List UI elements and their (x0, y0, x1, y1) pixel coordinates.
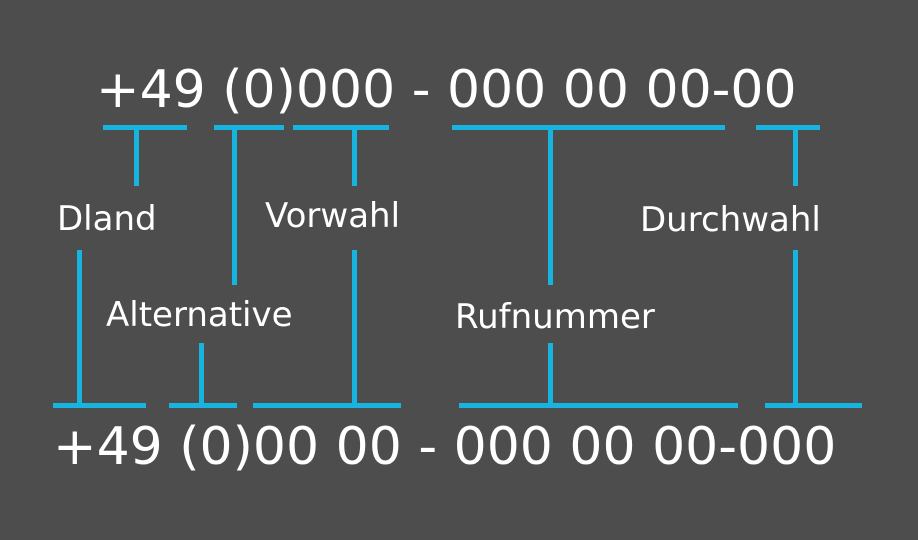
connector-extension-top (793, 125, 798, 186)
connector-subscriber-bottom (548, 343, 553, 408)
label-subscriber-number: Rufnummer (455, 297, 655, 337)
bottom-underline-alternative (169, 403, 237, 408)
top-underline-country (103, 125, 187, 130)
connector-area-code-bottom (352, 250, 357, 408)
bottom-underline-country (53, 403, 146, 408)
bottom-phone-number: +49 (0)00 00 - 000 00 00-000 (53, 417, 837, 477)
top-phone-number: +49 (0)000 - 000 00 00-00 (96, 60, 797, 120)
connector-country-top (134, 125, 139, 186)
bottom-underline-subscriber (459, 403, 738, 408)
top-underline-extension (756, 125, 820, 130)
label-extension: Durchwahl (640, 200, 821, 240)
top-underline-subscriber (452, 125, 725, 130)
label-area-code: Vorwahl (265, 196, 401, 236)
connector-extension-bottom (793, 250, 798, 408)
label-country: Dland (57, 199, 157, 239)
top-underline-area-code (293, 125, 389, 130)
connector-alternative-bottom (199, 343, 204, 408)
connector-alternative-top (232, 125, 237, 285)
bottom-underline-area-code (253, 403, 401, 408)
connector-country-bottom (77, 250, 82, 408)
connector-subscriber-top (548, 125, 553, 285)
label-alternative: Alternative (106, 295, 293, 335)
top-underline-alternative (214, 125, 284, 130)
connector-area-code-top (352, 125, 357, 186)
bottom-underline-extension (765, 403, 862, 408)
